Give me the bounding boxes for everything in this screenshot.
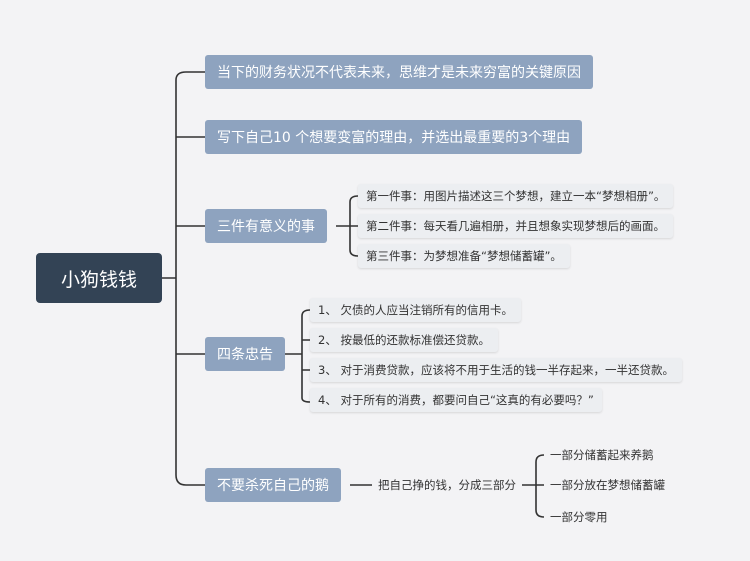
connector-root [162,80,177,475]
three-things-item-2[interactable]: 第二件事：每天看几遍相册，并且想象实现梦想后的画面。 [358,214,673,238]
branch-financial-mindset[interactable]: 当下的财务状况不代表未来，思维才是未来穷富的关键原因 [205,55,593,89]
goose-part-3[interactable]: 一部分零用 [550,510,608,524]
connector-branch-5 [175,474,205,486]
branch-ten-reasons[interactable]: 写下自己10 个想要变富的理由，并选出最重要的3个理由 [205,120,583,154]
root-node[interactable]: 小狗钱钱 [36,253,162,303]
connector-three-things [336,195,359,257]
connector-four-advice [280,309,311,403]
advice-item-3[interactable]: 3、 对于消费贷款，应该将不用于生活的钱一半存起来，一半还贷款。 [310,358,682,382]
connector-branch-1 [175,71,205,81]
three-things-item-1[interactable]: 第一件事：用图片描述这三个梦想，建立一本“梦想相册”。 [358,184,674,208]
connector-goose-children [522,454,545,518]
three-things-item-3[interactable]: 第三件事：为梦想准备“梦想储蓄罐”。 [358,244,570,268]
goose-split-node[interactable]: 把自己挣的钱，分成三部分 [378,478,516,492]
goose-part-2[interactable]: 一部分放在梦想储蓄罐 [550,478,665,492]
advice-item-2[interactable]: 2、 按最低的还款标准偿还贷款。 [310,328,498,352]
branch-three-things[interactable]: 三件有意义的事 [205,209,327,243]
advice-item-1[interactable]: 1、 欠债的人应当注销所有的信用卡。 [310,298,521,322]
branch-dont-kill-goose[interactable]: 不要杀死自己的鹅 [205,468,341,502]
goose-part-1[interactable]: 一部分储蓄起来养鹅 [550,448,654,462]
branch-four-advice[interactable]: 四条忠告 [205,337,285,371]
advice-item-4[interactable]: 4、 对于所有的消费，都要问自己“这真的有必要吗？” [310,388,602,412]
